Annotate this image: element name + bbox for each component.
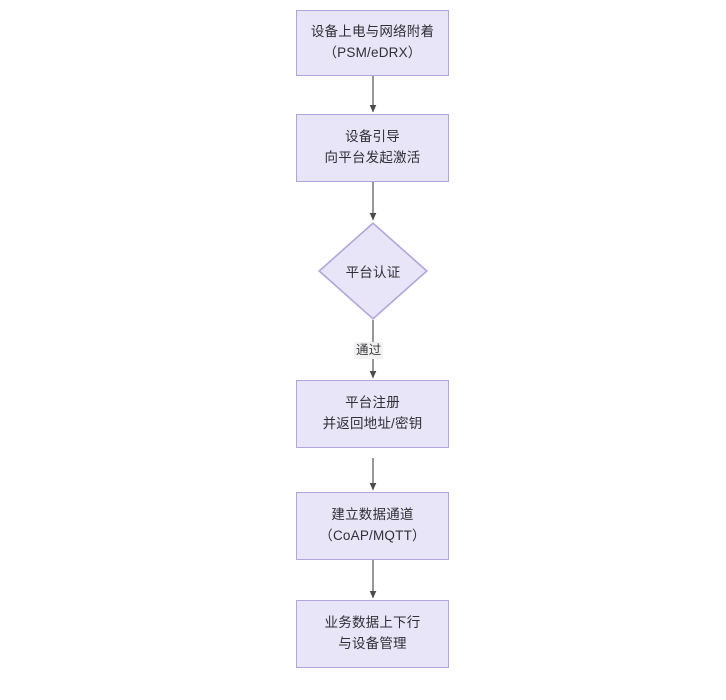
flow-node-data-channel[interactable]: 建立数据通道 （CoAP/MQTT）	[296, 492, 449, 560]
flow-node-text-line: 与设备管理	[338, 636, 407, 651]
flow-node-text-line: 向平台发起激活	[324, 150, 421, 165]
flow-node-text-line: （PSM/eDRX）	[323, 45, 422, 60]
flow-node-text-line: 设备引导	[345, 129, 400, 145]
flow-node-text-line: 平台认证	[345, 265, 401, 280]
flow-node-text-line: 建立数据通道	[331, 507, 414, 523]
flow-node-device-power-on[interactable]: 设备上电与网络附着 （PSM/eDRX）	[296, 10, 449, 76]
flow-node-text-line: （CoAP/MQTT）	[319, 528, 426, 543]
flow-node-business-data[interactable]: 业务数据上下行 与设备管理	[296, 600, 449, 668]
flow-node-text-line: 业务数据上下行	[324, 615, 421, 631]
edge-label-pass: 通过	[354, 342, 384, 359]
flow-node-platform-register[interactable]: 平台注册 并返回地址/密钥	[296, 380, 449, 448]
flow-node-text-line: 并返回地址/密钥	[322, 416, 423, 431]
diamond-shape-icon	[318, 222, 428, 320]
flow-node-text-line: 设备上电与网络附着	[310, 24, 435, 40]
flow-node-text-line: 平台注册	[345, 395, 400, 411]
flow-node-platform-auth[interactable]: 平台认证	[318, 222, 428, 320]
flow-node-device-bootstrap[interactable]: 设备引导 向平台发起激活	[296, 114, 449, 182]
